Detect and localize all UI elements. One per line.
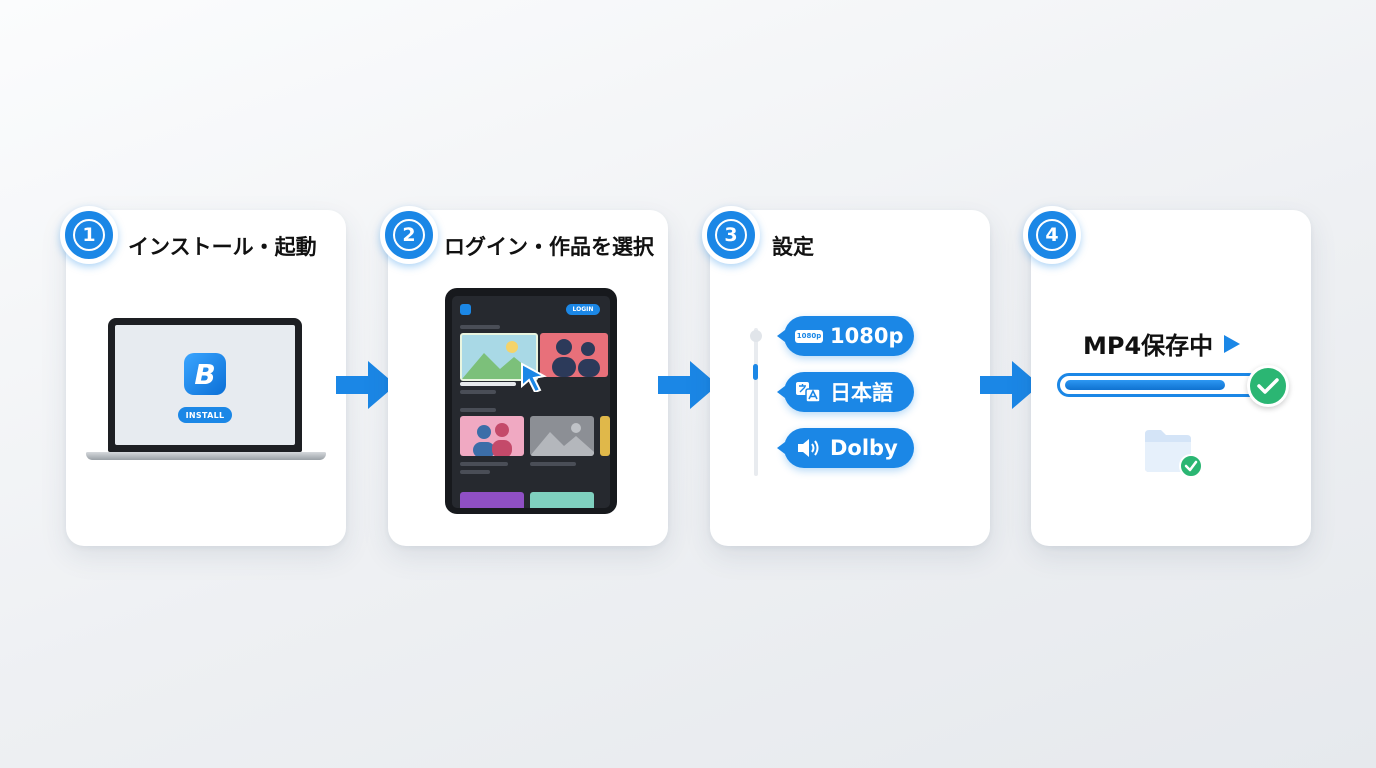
step-card-save: MP4保存中 (1031, 210, 1311, 546)
option-label: 1080p (830, 324, 904, 348)
text-placeholder (460, 470, 490, 474)
save-status: MP4保存中 (1083, 326, 1241, 361)
save-status-label: MP4保存中 (1083, 332, 1214, 360)
hd-1080-icon: 1080p (794, 325, 824, 347)
login-button[interactable]: LOGIN (566, 304, 600, 315)
tablet-illustration: LOGIN (445, 288, 617, 514)
step-title: 設定 (772, 235, 814, 259)
step-card-login: LOGIN (388, 210, 668, 546)
hd-1080-icon-text: 1080p (794, 329, 824, 343)
arrow-right-icon (658, 361, 718, 409)
folder-saved-icon (1145, 430, 1203, 478)
text-placeholder (530, 462, 576, 466)
step-number: 2 (393, 219, 425, 251)
option-audio[interactable]: Dolby (777, 428, 914, 468)
app-logo-icon: B (184, 353, 226, 395)
text-placeholder (460, 408, 496, 412)
app-logo-icon (460, 304, 471, 315)
step-number-badge: 4 (1023, 206, 1081, 264)
rail-indicator (753, 364, 758, 380)
laptop-illustration: B INSTALL (108, 318, 302, 452)
step-card-settings: 1080p 1080p 日本語 Dolby (710, 210, 990, 546)
arrow-right-icon (980, 361, 1040, 409)
text-placeholder (460, 462, 508, 466)
laptop-base (86, 452, 326, 460)
text-placeholder (460, 382, 516, 386)
option-label: Dolby (830, 436, 898, 460)
option-language[interactable]: 日本語 (777, 372, 914, 412)
content-thumbnail[interactable] (530, 416, 594, 456)
tablet-screen: LOGIN (452, 296, 610, 508)
content-thumbnail[interactable] (530, 492, 594, 508)
step-number-badge: 3 (702, 206, 760, 264)
arrow-right-icon (336, 361, 396, 409)
speaker-icon (796, 437, 822, 459)
install-button[interactable]: INSTALL (178, 407, 232, 423)
content-thumbnail[interactable] (460, 416, 524, 456)
step-number: 4 (1036, 219, 1068, 251)
option-label: 日本語 (830, 381, 893, 405)
step-number: 1 (73, 219, 105, 251)
rail-dot (750, 330, 762, 342)
content-thumbnail[interactable] (600, 416, 610, 456)
save-progress-fill (1065, 380, 1225, 390)
cursor-pointer-icon (521, 362, 547, 392)
laptop-display: B INSTALL (115, 325, 295, 445)
step-card-install: B INSTALL (66, 210, 346, 546)
step-number: 3 (715, 219, 747, 251)
text-placeholder (460, 390, 496, 394)
option-resolution[interactable]: 1080p 1080p (777, 316, 914, 356)
content-thumbnail[interactable] (460, 492, 524, 508)
step-title: ログイン・作品を選択 (444, 235, 654, 259)
play-icon (1224, 334, 1241, 353)
check-circle-icon (1247, 365, 1289, 407)
step-number-badge: 2 (380, 206, 438, 264)
content-thumbnail[interactable] (540, 333, 608, 377)
app-logo-letter: B (194, 357, 216, 391)
save-progress-bar (1057, 373, 1261, 397)
step-number-badge: 1 (60, 206, 118, 264)
settings-rail (754, 328, 758, 476)
text-placeholder (460, 325, 500, 329)
translate-icon (796, 381, 822, 403)
step-title: インストール・起動 (128, 235, 317, 259)
